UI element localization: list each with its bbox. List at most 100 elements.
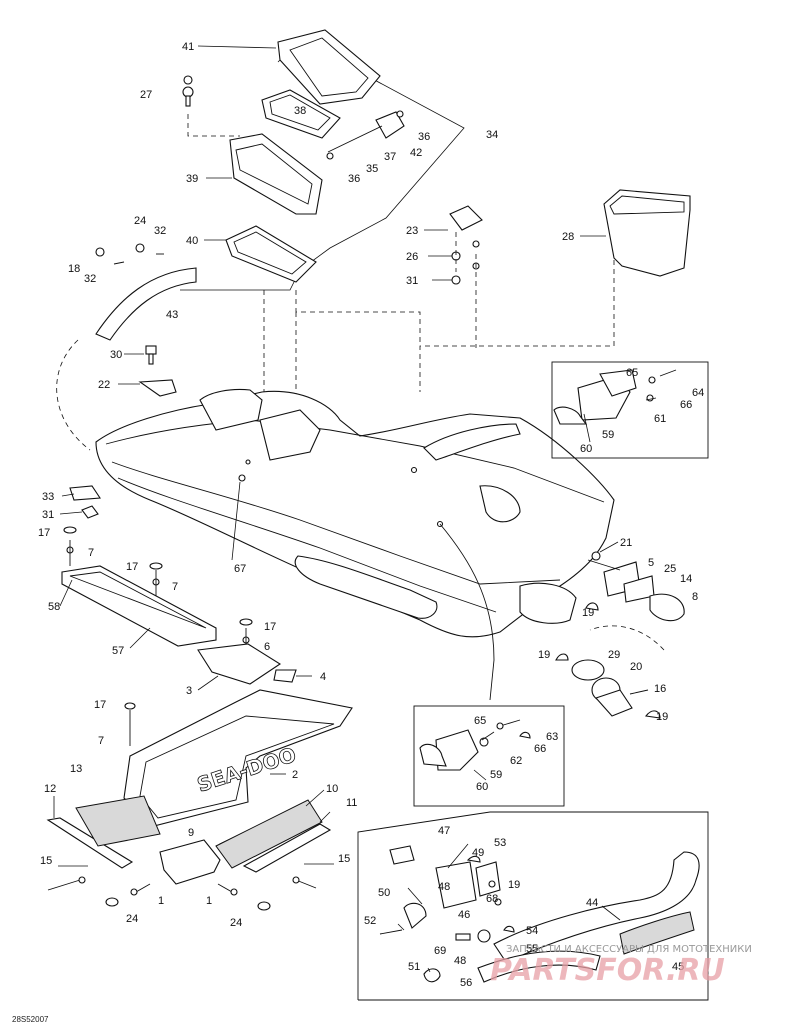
leader-lines	[53, 177, 657, 973]
callout-20: 20	[630, 661, 642, 673]
callout-17: 17	[38, 527, 50, 539]
bracket-23-stack	[449, 205, 483, 348]
callout-17d: 17	[94, 699, 106, 711]
callout-24b: 24	[126, 913, 138, 925]
callout-7: 7	[88, 547, 94, 559]
callout-19c: 19	[656, 711, 668, 723]
callout-19: 19	[582, 607, 594, 619]
callout-46: 46	[458, 909, 470, 921]
pad-33	[69, 485, 101, 501]
callout-19d: 19	[508, 879, 520, 891]
callout-14: 14	[680, 573, 692, 585]
callout-21: 21	[620, 537, 632, 549]
callout-22: 22	[98, 379, 110, 391]
caps-24	[105, 897, 271, 911]
glove-rail	[56, 243, 197, 451]
callout-13: 13	[70, 763, 82, 775]
stern-eye-group	[585, 551, 685, 622]
rail-58	[61, 565, 217, 647]
inset-box-upper	[551, 361, 709, 459]
callout-23: 23	[406, 225, 418, 237]
callout-61: 61	[654, 413, 666, 425]
callout-60: 60	[580, 443, 592, 455]
watercraft-hull	[95, 388, 615, 701]
callout-66b: 66	[534, 743, 546, 755]
callout-69: 69	[434, 945, 446, 957]
callout-30: 30	[110, 349, 122, 361]
callout-26: 26	[406, 251, 418, 263]
inset-box-lower	[413, 705, 565, 807]
callout-17c: 17	[264, 621, 276, 633]
callout-35: 35	[366, 163, 378, 175]
screws-1	[130, 883, 238, 896]
callout-17b: 17	[126, 561, 138, 573]
callout-7c: 7	[98, 735, 104, 747]
storage-bin	[229, 133, 323, 215]
push-rivet	[182, 75, 194, 107]
storage-bin-group	[180, 29, 465, 291]
callout-7b: 7	[172, 581, 178, 593]
fastener-17-7	[63, 526, 77, 566]
callout-labels: 41 27 38 36 42 37 35 36 34 39 24 32 18 3…	[38, 41, 704, 989]
callout-24c: 24	[230, 917, 242, 929]
rail-right	[215, 799, 323, 869]
cap-31	[81, 505, 99, 519]
plate-4	[273, 669, 297, 683]
callout-60b: 60	[476, 781, 488, 793]
callout-40: 40	[186, 235, 198, 247]
watermark-logo: PARTSFOR.RU	[490, 953, 725, 988]
callout-48: 48	[438, 881, 450, 893]
rail-left	[75, 795, 161, 847]
callout-28: 28	[562, 231, 574, 243]
callout-8: 8	[692, 591, 698, 603]
callout-32b: 32	[84, 273, 96, 285]
callout-31b: 31	[42, 509, 54, 521]
callout-29: 29	[608, 649, 620, 661]
callout-31: 31	[406, 275, 418, 287]
callout-1b: 1	[206, 895, 212, 907]
bin-lid	[277, 29, 381, 105]
callout-51: 51	[408, 961, 420, 973]
callout-16: 16	[654, 683, 666, 695]
callout-56: 56	[460, 977, 472, 989]
callout-39: 39	[186, 173, 198, 185]
figure-reference: 28S52007	[12, 1015, 49, 1024]
callout-27: 27	[140, 89, 152, 101]
latch-block	[375, 111, 405, 139]
callout-66: 66	[680, 399, 692, 411]
plate-3	[197, 643, 282, 685]
callout-65: 65	[626, 367, 638, 379]
callout-55: 55	[526, 943, 538, 955]
callout-67: 67	[234, 563, 246, 575]
callout-54: 54	[526, 925, 538, 937]
callout-49: 49	[472, 847, 484, 859]
callout-25: 25	[664, 563, 676, 575]
callout-47: 47	[438, 825, 450, 837]
callout-2: 2	[292, 769, 298, 781]
callout-65b: 65	[474, 715, 486, 727]
strip-12	[46, 817, 134, 869]
callout-64: 64	[692, 387, 704, 399]
callout-12: 12	[44, 783, 56, 795]
callout-10: 10	[326, 783, 338, 795]
bolt-30	[145, 345, 157, 365]
callout-53: 53	[494, 837, 506, 849]
callout-24: 24	[134, 215, 146, 227]
callout-32: 32	[154, 225, 166, 237]
watermark: ЗАПЧАСТИ И АКСЕССУАРЫ ДЛЯ МОТОТЕХНИКИ PA…	[490, 944, 752, 988]
callout-36: 36	[418, 131, 430, 143]
callout-45: 45	[672, 961, 684, 973]
callout-15b: 15	[338, 853, 350, 865]
callout-57: 57	[112, 645, 124, 657]
callout-5: 5	[648, 557, 654, 569]
callout-15: 15	[40, 855, 52, 867]
callout-50: 50	[378, 887, 390, 899]
callout-41: 41	[182, 41, 194, 53]
ride-plate: SEA-DOO	[123, 689, 353, 827]
callout-59: 59	[602, 429, 614, 441]
callout-19b: 19	[538, 649, 550, 661]
callout-63: 63	[546, 731, 558, 743]
callout-34: 34	[486, 129, 498, 141]
bin-gasket	[225, 225, 317, 283]
